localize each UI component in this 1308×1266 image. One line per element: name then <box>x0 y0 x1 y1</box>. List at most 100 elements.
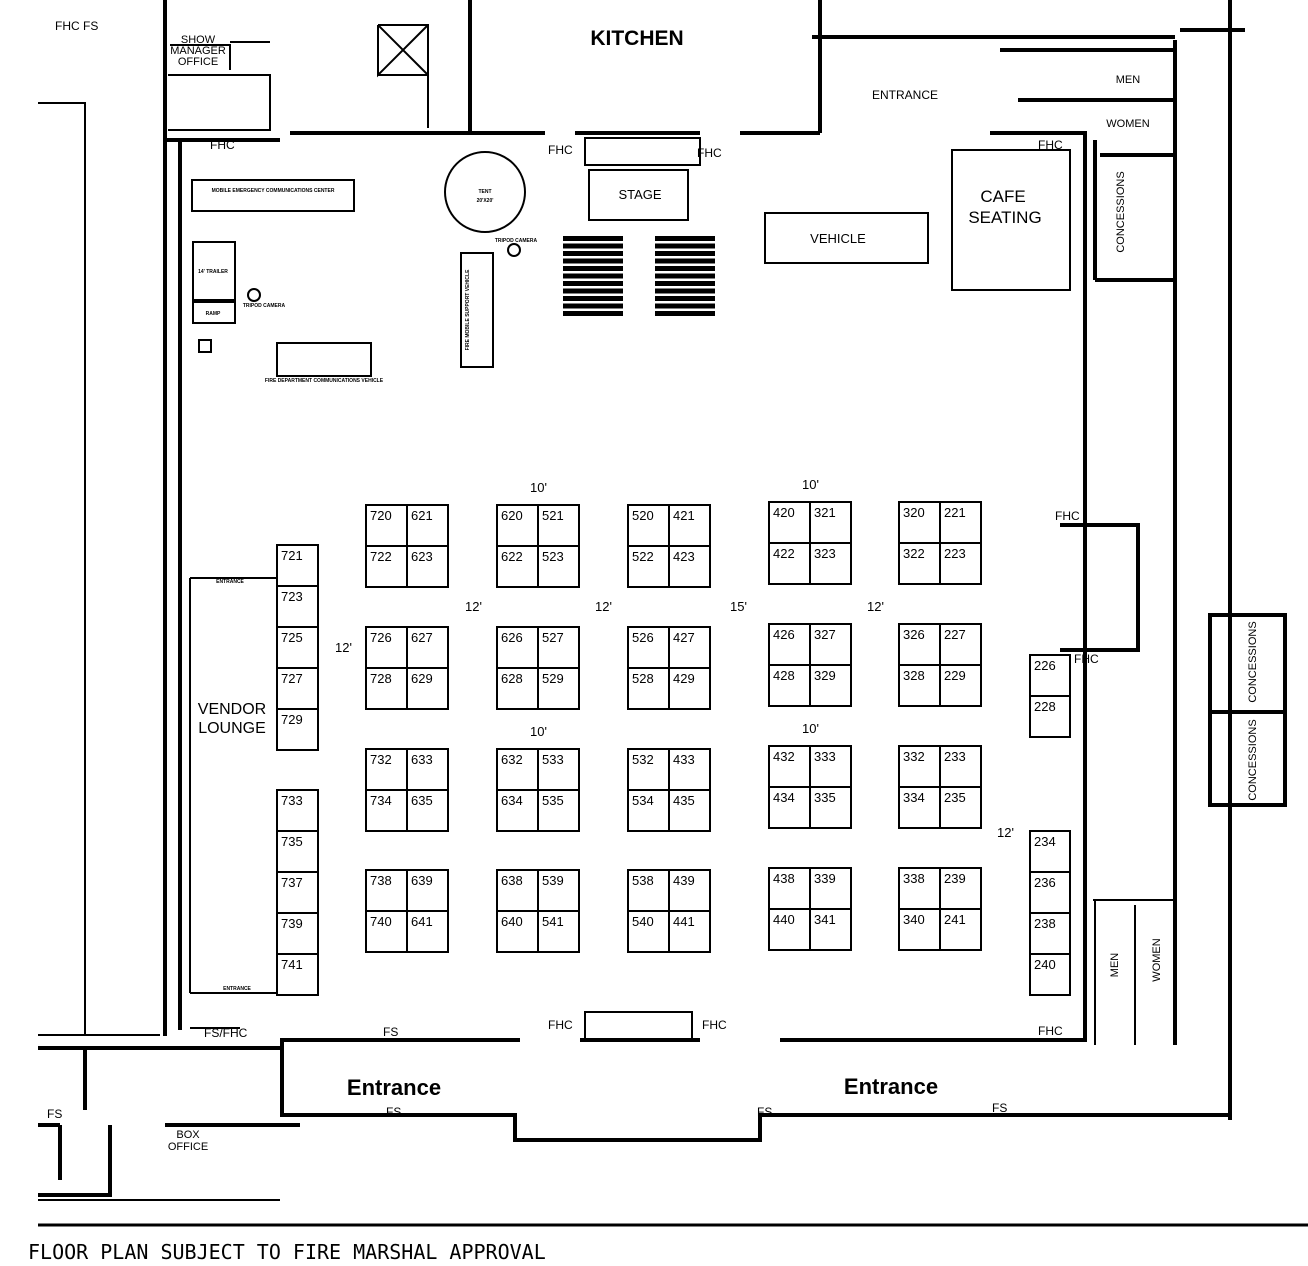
booth-734[interactable]: 734 <box>365 789 408 832</box>
booth-520[interactable]: 520 <box>627 504 670 547</box>
booth-622[interactable]: 622 <box>496 545 539 588</box>
booth-727[interactable]: 727 <box>276 667 319 710</box>
booth-528[interactable]: 528 <box>627 667 670 710</box>
booth-221[interactable]: 221 <box>939 501 982 544</box>
booth-741[interactable]: 741 <box>276 953 319 996</box>
booth-432[interactable]: 432 <box>768 745 811 788</box>
booth-632[interactable]: 632 <box>496 748 539 791</box>
booth-223[interactable]: 223 <box>939 542 982 585</box>
booth-523[interactable]: 523 <box>537 545 580 588</box>
booth-629[interactable]: 629 <box>406 667 449 710</box>
booth-620[interactable]: 620 <box>496 504 539 547</box>
booth-number: 540 <box>632 914 654 929</box>
booth-441[interactable]: 441 <box>668 910 711 953</box>
booth-737[interactable]: 737 <box>276 871 319 914</box>
booth-633[interactable]: 633 <box>406 748 449 791</box>
booth-420[interactable]: 420 <box>768 501 811 544</box>
booth-740[interactable]: 740 <box>365 910 408 953</box>
booth-228[interactable]: 228 <box>1029 695 1071 738</box>
booth-638[interactable]: 638 <box>496 869 539 912</box>
booth-738[interactable]: 738 <box>365 869 408 912</box>
booth-238[interactable]: 238 <box>1029 912 1071 955</box>
booth-733[interactable]: 733 <box>276 789 319 832</box>
booth-439[interactable]: 439 <box>668 869 711 912</box>
booth-723[interactable]: 723 <box>276 585 319 628</box>
booth-334[interactable]: 334 <box>898 786 941 829</box>
booth-239[interactable]: 239 <box>939 867 982 910</box>
booth-434[interactable]: 434 <box>768 786 811 829</box>
booth-320[interactable]: 320 <box>898 501 941 544</box>
booth-427[interactable]: 427 <box>668 626 711 669</box>
booth-226[interactable]: 226 <box>1029 654 1071 697</box>
booth-335[interactable]: 335 <box>809 786 852 829</box>
booth-421[interactable]: 421 <box>668 504 711 547</box>
booth-635[interactable]: 635 <box>406 789 449 832</box>
booth-433[interactable]: 433 <box>668 748 711 791</box>
booth-333[interactable]: 333 <box>809 745 852 788</box>
booth-526[interactable]: 526 <box>627 626 670 669</box>
booth-233[interactable]: 233 <box>939 745 982 788</box>
booth-332[interactable]: 332 <box>898 745 941 788</box>
booth-429[interactable]: 429 <box>668 667 711 710</box>
booth-725[interactable]: 725 <box>276 626 319 669</box>
booth-534[interactable]: 534 <box>627 789 670 832</box>
booth-235[interactable]: 235 <box>939 786 982 829</box>
booth-240[interactable]: 240 <box>1029 953 1071 996</box>
booth-229[interactable]: 229 <box>939 664 982 707</box>
booth-236[interactable]: 236 <box>1029 871 1071 914</box>
booth-532[interactable]: 532 <box>627 748 670 791</box>
booth-539[interactable]: 539 <box>537 869 580 912</box>
booth-521[interactable]: 521 <box>537 504 580 547</box>
booth-641[interactable]: 641 <box>406 910 449 953</box>
booth-327[interactable]: 327 <box>809 623 852 666</box>
booth-535[interactable]: 535 <box>537 789 580 832</box>
booth-728[interactable]: 728 <box>365 667 408 710</box>
booth-621[interactable]: 621 <box>406 504 449 547</box>
booth-634[interactable]: 634 <box>496 789 539 832</box>
booth-227[interactable]: 227 <box>939 623 982 666</box>
booth-338[interactable]: 338 <box>898 867 941 910</box>
booth-527[interactable]: 527 <box>537 626 580 669</box>
booth-732[interactable]: 732 <box>365 748 408 791</box>
booth-outline <box>668 667 711 710</box>
booth-321[interactable]: 321 <box>809 501 852 544</box>
booth-541[interactable]: 541 <box>537 910 580 953</box>
booth-number: 438 <box>773 871 795 886</box>
booth-339[interactable]: 339 <box>809 867 852 910</box>
seat-row <box>655 281 715 286</box>
booth-722[interactable]: 722 <box>365 545 408 588</box>
booth-726[interactable]: 726 <box>365 626 408 669</box>
booth-623[interactable]: 623 <box>406 545 449 588</box>
booth-326[interactable]: 326 <box>898 623 941 666</box>
booth-735[interactable]: 735 <box>276 830 319 873</box>
booth-329[interactable]: 329 <box>809 664 852 707</box>
booth-628[interactable]: 628 <box>496 667 539 710</box>
booth-241[interactable]: 241 <box>939 908 982 951</box>
booth-422[interactable]: 422 <box>768 542 811 585</box>
booth-729[interactable]: 729 <box>276 708 319 751</box>
booth-522[interactable]: 522 <box>627 545 670 588</box>
booth-323[interactable]: 323 <box>809 542 852 585</box>
booth-322[interactable]: 322 <box>898 542 941 585</box>
booth-426[interactable]: 426 <box>768 623 811 666</box>
booth-438[interactable]: 438 <box>768 867 811 910</box>
booth-340[interactable]: 340 <box>898 908 941 951</box>
booth-529[interactable]: 529 <box>537 667 580 710</box>
booth-720[interactable]: 720 <box>365 504 408 547</box>
booth-739[interactable]: 739 <box>276 912 319 955</box>
booth-626[interactable]: 626 <box>496 626 539 669</box>
booth-639[interactable]: 639 <box>406 869 449 912</box>
booth-341[interactable]: 341 <box>809 908 852 951</box>
booth-533[interactable]: 533 <box>537 748 580 791</box>
booth-721[interactable]: 721 <box>276 544 319 587</box>
booth-540[interactable]: 540 <box>627 910 670 953</box>
booth-428[interactable]: 428 <box>768 664 811 707</box>
booth-234[interactable]: 234 <box>1029 830 1071 873</box>
booth-435[interactable]: 435 <box>668 789 711 832</box>
booth-328[interactable]: 328 <box>898 664 941 707</box>
booth-423[interactable]: 423 <box>668 545 711 588</box>
booth-627[interactable]: 627 <box>406 626 449 669</box>
booth-440[interactable]: 440 <box>768 908 811 951</box>
booth-538[interactable]: 538 <box>627 869 670 912</box>
booth-640[interactable]: 640 <box>496 910 539 953</box>
